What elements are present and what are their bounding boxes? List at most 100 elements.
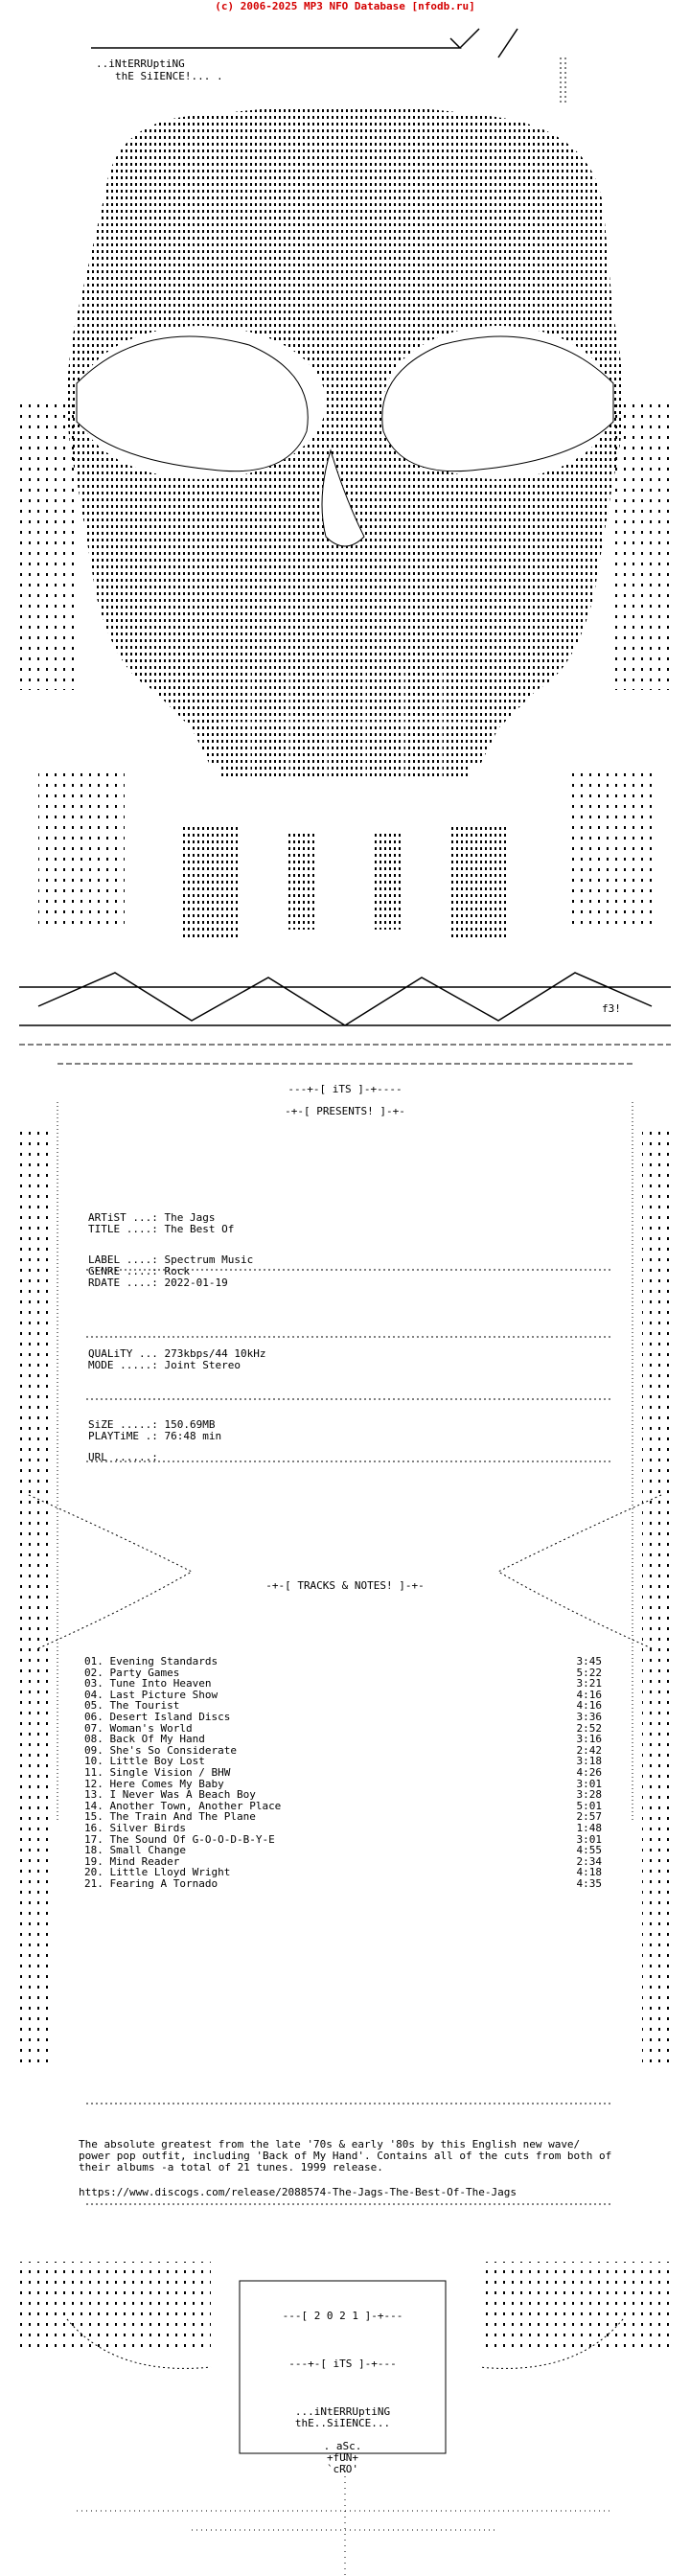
track-number: 21. (84, 1876, 104, 1890)
track-row: 18. Small Change 4:55 (84, 1845, 602, 1856)
track-duration: 3:28 (576, 1788, 603, 1802)
presents-line: -+-[ PRESENTS! ]-+- (285, 1105, 405, 1117)
track-name: Here Comes My Baby (109, 1777, 224, 1790)
track-duration: 2:42 (576, 1743, 603, 1757)
track-title: 19. Mind Reader (84, 1854, 180, 1868)
track-duration: 3:01 (576, 1777, 603, 1790)
track-number: 16. (84, 1821, 104, 1834)
size-value: 150.69MB (164, 1418, 216, 1431)
track-title: 11. Single Vision / BHW (84, 1767, 230, 1779)
title-label: TITLE ....: (88, 1223, 158, 1235)
track-duration: 4:16 (576, 1688, 603, 1701)
size-row: SiZE .....: 150.69MB (88, 1418, 215, 1431)
track-title: 21. Fearing A Tornado (84, 1878, 218, 1890)
track-name: Silver Birds (109, 1821, 186, 1834)
track-name: Party Games (109, 1666, 180, 1679)
track-duration: 4:16 (576, 1699, 603, 1713)
track-duration: 4:35 (576, 1876, 603, 1890)
track-duration: 2:52 (576, 1721, 603, 1735)
header-line-1: ..iNtERRUptiNG (96, 58, 185, 70)
playtime-row: PLAYTiME .: 76:48 min (88, 1430, 221, 1442)
artist-row: ARTiST ...: The Jags (88, 1211, 215, 1224)
track-name: Mind Reader (109, 1854, 180, 1868)
genre-value: Rock (164, 1265, 190, 1277)
track-title: 05. The Tourist (84, 1700, 179, 1712)
track-duration: 5:22 (576, 1666, 603, 1679)
track-row: 16. Silver Birds 1:48 (84, 1823, 602, 1834)
track-duration: 4:55 (576, 1844, 603, 1857)
quality-row: QUALiTY ... 273kbps/44 10kHz (88, 1347, 265, 1360)
track-title: 10. Little Boy Lost (84, 1756, 205, 1767)
track-title: 12. Here Comes My Baby (84, 1777, 224, 1790)
track-number: 04. (84, 1688, 104, 1701)
track-row: 06. Desert Island Discs 3:36 (84, 1712, 602, 1723)
track-row: 11. Single Vision / BHW 4:26 (84, 1767, 602, 1779)
track-row: 07. Woman's World 2:52 (84, 1721, 603, 1735)
mode-label: MODE .....: (88, 1359, 158, 1371)
nfo-database-banner: (c) 2006-2025 MP3 NFO Database [nfodb.ru… (215, 0, 475, 12)
track-number: 18. (84, 1844, 104, 1857)
release-notes: The absolute greatest from the late '70s… (79, 2139, 615, 2198)
track-name: Evening Standards (109, 1655, 218, 1668)
track-title: 01. Evening Standards (84, 1656, 218, 1668)
track-number: 01. (84, 1655, 104, 1668)
track-duration: 4:26 (576, 1765, 603, 1779)
credit-2: +fUN+ (326, 2451, 359, 2464)
track-title: 07. Woman's World (84, 1721, 193, 1735)
track-duration: 3:01 (576, 1832, 603, 1846)
mode-row: MODE .....: Joint Stereo (88, 1359, 241, 1371)
footer-group: ---+-[ iTS ]-+--- (288, 2358, 397, 2370)
track-name: Woman's World (109, 1721, 193, 1735)
logo-tag: f3! (602, 1002, 621, 1015)
genre-label: GENRE ....: (88, 1265, 158, 1277)
track-number: 09. (84, 1743, 104, 1757)
track-duration: 1:48 (576, 1821, 603, 1834)
track-name: Another Town, Another Place (109, 1799, 282, 1812)
footer-line-2: thE..SiIENCE... (294, 2417, 391, 2429)
track-duration: 3:45 (576, 1655, 603, 1668)
track-name: The Train And The Plane (109, 1810, 256, 1824)
discogs-link[interactable]: https://www.discogs.com/release/2088574-… (79, 2186, 517, 2198)
track-title: 14. Another Town, Another Place (84, 1799, 282, 1812)
track-row: 10. Little Boy Lost 3:18 (84, 1756, 602, 1767)
track-duration: 3:21 (576, 1677, 603, 1690)
quality-value: 273kbps/44 10kHz (164, 1347, 266, 1360)
track-duration: 3:36 (576, 1710, 603, 1723)
track-title: 06. Desert Island Discs (84, 1712, 230, 1723)
track-title: 08. Back Of My Hand (84, 1734, 205, 1745)
track-duration: 4:18 (576, 1866, 603, 1879)
rdate-row: RDATE ....: 2022-01-19 (88, 1276, 228, 1289)
track-title: 13. I Never Was A Beach Boy (84, 1789, 256, 1801)
track-row: 12. Here Comes My Baby 3:01 (84, 1777, 603, 1790)
track-number: 12. (84, 1777, 104, 1790)
track-name: Last Picture Show (109, 1688, 218, 1701)
track-title: 17. The Sound Of G-O-O-D-B-Y-E (84, 1832, 275, 1846)
track-row: 21. Fearing A Tornado 4:35 (84, 1878, 602, 1890)
track-title: 18. Small Change (84, 1845, 186, 1856)
playtime-label: PLAYTiME .: (88, 1430, 158, 1442)
footer-line-1: ...iNtERRUptiNG (294, 2405, 391, 2418)
artist-value: The Jags (164, 1211, 216, 1224)
url-row: URL ......: (88, 1451, 158, 1463)
track-name: The Sound Of G-O-O-D-B-Y-E (109, 1832, 275, 1846)
size-label: SiZE .....: (88, 1418, 158, 1431)
track-title: 20. Little Lloyd Wright (84, 1867, 230, 1878)
track-row: 04. Last Picture Show 4:16 (84, 1688, 603, 1701)
playtime-value: 76:48 min (164, 1430, 222, 1442)
rdate-value: 2022-01-19 (164, 1276, 228, 1289)
track-name: Small Change (109, 1844, 186, 1857)
track-name: Desert Island Discs (109, 1710, 231, 1723)
label-value: Spectrum Music (164, 1254, 254, 1266)
track-duration: 3:18 (576, 1755, 603, 1768)
track-name: Little Boy Lost (109, 1755, 205, 1768)
track-row: 20. Little Lloyd Wright 4:18 (84, 1867, 602, 1878)
notes-text: The absolute greatest from the late '70s… (79, 2138, 618, 2174)
title-row: TITLE ....: The Best Of (88, 1223, 234, 1235)
title-value: The Best Of (164, 1223, 235, 1235)
genre-row: GENRE ....: Rock (88, 1265, 190, 1277)
